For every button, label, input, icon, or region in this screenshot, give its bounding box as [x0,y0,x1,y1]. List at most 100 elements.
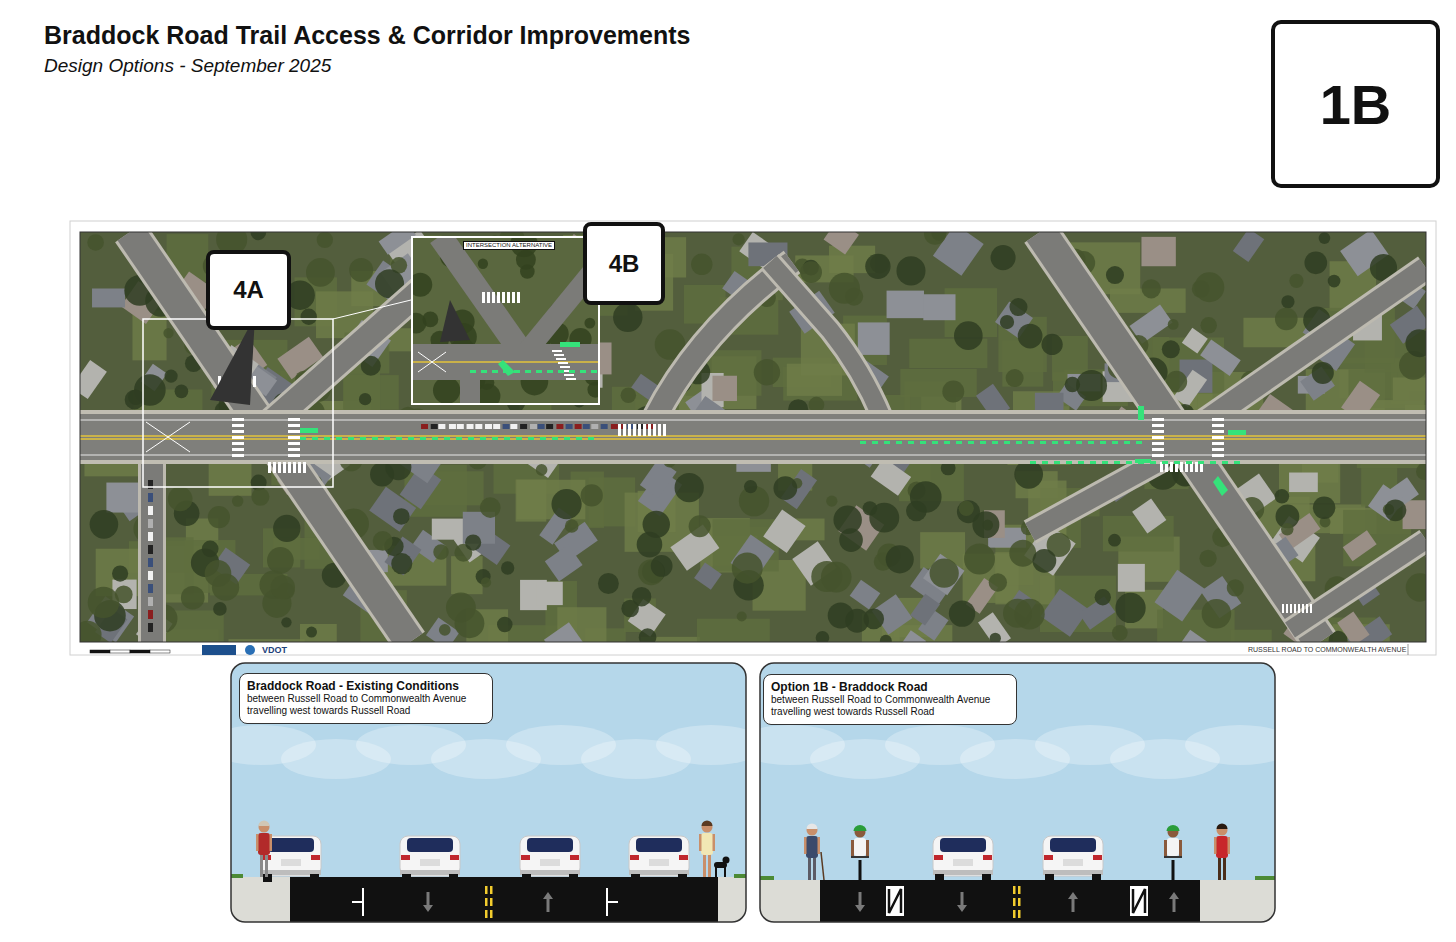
tree [737,611,747,621]
tree [1275,308,1298,331]
tree [1003,599,1032,628]
tree [691,254,712,275]
wheel [982,874,991,882]
option-badge: 1B [1271,20,1440,188]
green-dash [504,437,510,440]
bike-box [1228,430,1246,435]
roadway [290,877,718,922]
green-dash [470,370,476,373]
sidewalk [770,262,882,418]
crosswalk [1152,442,1164,445]
sidewalk [718,877,746,922]
crosswalk [1180,462,1183,472]
crosswalk [1152,418,1164,421]
lane-arrow [543,892,553,912]
callout-number: 1B [1320,72,1392,137]
person-leg [265,853,268,877]
inset-ground [411,236,600,405]
rider-helmet [854,825,867,831]
yellow-line [1018,886,1021,894]
green-dash [1186,461,1192,464]
green-dash [1028,441,1034,444]
tree [816,631,830,642]
tree [598,573,619,594]
green-dash [896,441,902,444]
green-dash [312,437,318,440]
sheet-label: RUSSELL ROAD TO COMMONWEALTH AVENUE [1248,646,1406,654]
tree [1009,298,1027,316]
house [1118,564,1145,592]
green-dash [456,437,462,440]
crosswalk [1212,442,1224,445]
crosswalk [1290,604,1292,613]
tree [411,313,426,334]
green-dash [1090,461,1096,464]
sidewalk [1190,268,1426,432]
wheel [522,874,531,882]
crosswalk [268,462,271,473]
bike-box [300,428,318,433]
map-ground [80,232,1426,642]
tree [1162,340,1180,358]
crosswalk [566,378,576,380]
green-dash [1040,441,1046,444]
green-dash [1052,441,1058,444]
rider-arm [1164,840,1167,856]
tree [306,258,335,287]
parked-car [583,424,590,429]
inset-title: INTERSECTION ALTERNATIVE [463,241,555,250]
lane-arrow [855,892,865,912]
yellow-line [1013,898,1016,906]
crosswalk [232,424,244,427]
wheel [678,874,687,882]
tree [1227,579,1244,596]
person-body [258,833,270,855]
yellow-line [490,898,493,906]
tree [90,510,119,539]
bike-box [560,342,580,347]
map-frame [70,221,1436,655]
house [1289,473,1318,493]
callout-number: 4B [609,250,640,278]
green-dash [480,437,486,440]
parked-car [148,597,153,606]
dog [723,857,730,864]
tree [1000,315,1014,329]
inset-road [460,378,480,405]
crosswalk [633,424,636,436]
house [887,291,924,319]
house [824,232,859,254]
tree [202,540,219,557]
house [694,562,722,589]
house [426,617,460,642]
tree [613,303,642,332]
tree [516,250,536,270]
tree [949,600,975,626]
house [544,622,589,642]
house [923,294,955,320]
tree [1009,540,1036,567]
tree [267,547,294,574]
tree [433,377,460,404]
tree [821,562,852,593]
tree [1112,625,1128,641]
car-body [400,836,460,876]
cross-street [1030,458,1165,532]
tree [163,328,173,338]
green-dash [1114,461,1120,464]
person-arm [699,834,702,851]
parked-car [457,424,464,429]
house [1343,530,1377,561]
person-hair [807,824,818,829]
tail-light [401,855,410,860]
tree [439,624,451,636]
cross-street [770,262,882,418]
crosswalk [1195,462,1198,472]
crosswalk [482,292,485,303]
person-hair [259,821,270,827]
car-body [1043,836,1103,876]
tree [250,232,266,240]
tail-light [1093,855,1102,860]
car-body [629,836,689,876]
tree [942,380,964,402]
